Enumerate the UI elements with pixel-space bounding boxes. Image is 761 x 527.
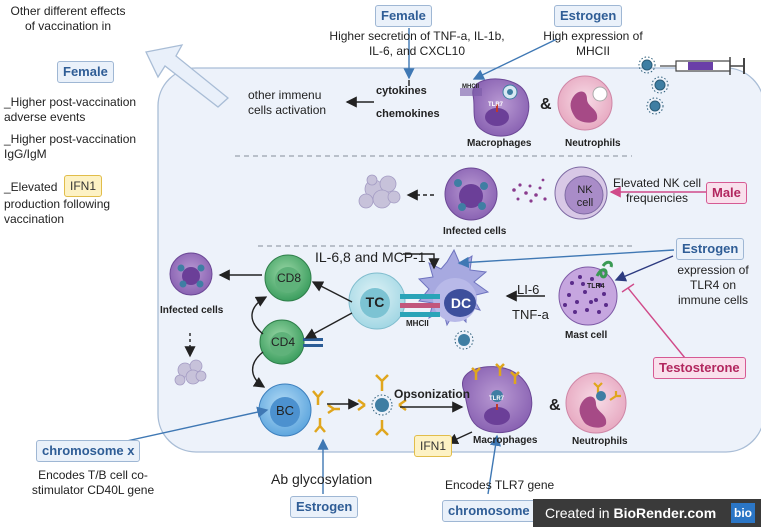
effects-arrow <box>145 44 230 108</box>
cd8-cell <box>264 254 312 302</box>
syringe-icon <box>660 57 745 75</box>
ifn1-tag-bottom: IFN1 <box>414 435 453 457</box>
nk-cell <box>554 166 608 220</box>
estrogen-tag-top: Estrogen <box>554 5 623 27</box>
effect-igg-igm: _Higher post-vaccination IgG/IgM <box>4 132 137 161</box>
biorender-footer[interactable]: Created in BioRender.com bio <box>533 499 761 527</box>
footer-created-text: Created in BioRender.com <box>545 505 716 521</box>
neutrophil-cell-bottom <box>565 372 627 434</box>
tlr7-small-label-bottom: TLR7 <box>489 396 504 402</box>
tlr4-small-label: TLR4 <box>587 283 605 290</box>
ampersand-bottom: & <box>549 397 561 414</box>
ab-glycosylation-label: Ab glycosylation <box>271 471 373 487</box>
mhcii-small-label: MHCII <box>462 84 479 90</box>
neutrophils-label-top: Neutrophils <box>565 138 621 149</box>
effect-elevated: _Elevated <box>4 180 58 194</box>
estrogen-mhcii-text: High expression of MHCII <box>543 29 643 58</box>
li6-label: LI-6 <box>517 282 540 297</box>
effects-heading: Other different effects of vaccination i… <box>10 4 126 33</box>
nk-frequencies-text: Elevated NK cell frequencies <box>612 176 702 205</box>
cd40l-gene-text: Encodes T/B cell co-stimulator CD40L gen… <box>31 468 155 497</box>
testosterone-tag: Testosterone <box>653 357 746 379</box>
tlr7-gene-text: Encodes TLR7 gene <box>445 478 555 492</box>
neutrophils-label-bottom: Neutrophils <box>572 436 628 447</box>
apoptotic-debris-icon <box>358 174 401 209</box>
il-mcp-label: IL-6,8 and MCP-1 <box>315 249 426 265</box>
b-cell <box>258 383 312 437</box>
tlr4-expression-text: expression of TLR4 on immune cells <box>677 263 749 307</box>
apoptotic-debris-icon <box>174 359 207 386</box>
macrophages-label-top: Macrophages <box>467 138 532 149</box>
estrogen-tag-bottom: Estrogen <box>290 496 359 518</box>
granules-icon <box>512 178 547 203</box>
infected-cell-left <box>169 252 213 296</box>
neutrophil-cell-top <box>557 75 613 131</box>
male-tag: Male <box>706 182 747 204</box>
chromosome-x-tag-bottom: chromosome x <box>442 500 547 522</box>
bc-label: BC <box>275 403 295 418</box>
infected-cell-nk <box>444 167 498 221</box>
female-secretion-text: Higher secretion of TNF-a, IL-1b, IL-6, … <box>329 29 505 58</box>
dc-label: DC <box>450 295 472 311</box>
macrophages-label-bottom: Macrophages <box>473 435 538 446</box>
nk-cell-label: NK cell <box>576 184 594 209</box>
macrophage-cell-bottom <box>462 363 533 434</box>
chemokines-label: chemokines <box>376 108 440 120</box>
tc-label: TC <box>365 294 385 310</box>
antibody-icon <box>312 374 407 436</box>
mhcii-label: MHCII <box>406 319 429 328</box>
ifn1-tag-left: IFN1 <box>64 175 103 197</box>
virus-icon <box>454 330 474 350</box>
female-tag-left: Female <box>57 61 114 83</box>
footer-created-in: Created in <box>545 505 614 521</box>
macrophage-cell-top <box>460 78 530 137</box>
ampersand-top: & <box>540 96 552 113</box>
cd8-label: CD8 <box>277 271 302 285</box>
effect-adverse-events: _Higher post-vaccination adverse events <box>4 95 137 124</box>
cd4-cell <box>259 319 323 365</box>
mast-cell-label: Mast cell <box>565 330 608 341</box>
infected-cells-label-left: Infected cells <box>160 305 224 316</box>
tlr7-small-label: TLR7 <box>488 102 503 108</box>
virus-icon <box>638 56 669 115</box>
effect-ifn1-production: production following vaccination <box>4 197 111 226</box>
biorender-logo: bio <box>731 503 755 523</box>
tnfa-label: TNF-a <box>512 307 549 322</box>
female-tag-top: Female <box>375 5 432 27</box>
opsonization-label: Opsonization <box>394 387 470 401</box>
cytokines-label: cytokines <box>376 85 427 97</box>
cd4-label: CD4 <box>271 335 296 349</box>
virus-icon <box>371 394 393 416</box>
infected-cells-label-nk: Infected cells <box>443 226 507 237</box>
chromosome-x-tag-left: chromosome x <box>36 440 141 462</box>
mast-cell <box>558 260 618 326</box>
estrogen-tag-tlr4: Estrogen <box>676 238 745 260</box>
immune-activation-text: other immenu cells activation <box>248 88 327 117</box>
footer-brand: BioRender.com <box>613 505 717 521</box>
